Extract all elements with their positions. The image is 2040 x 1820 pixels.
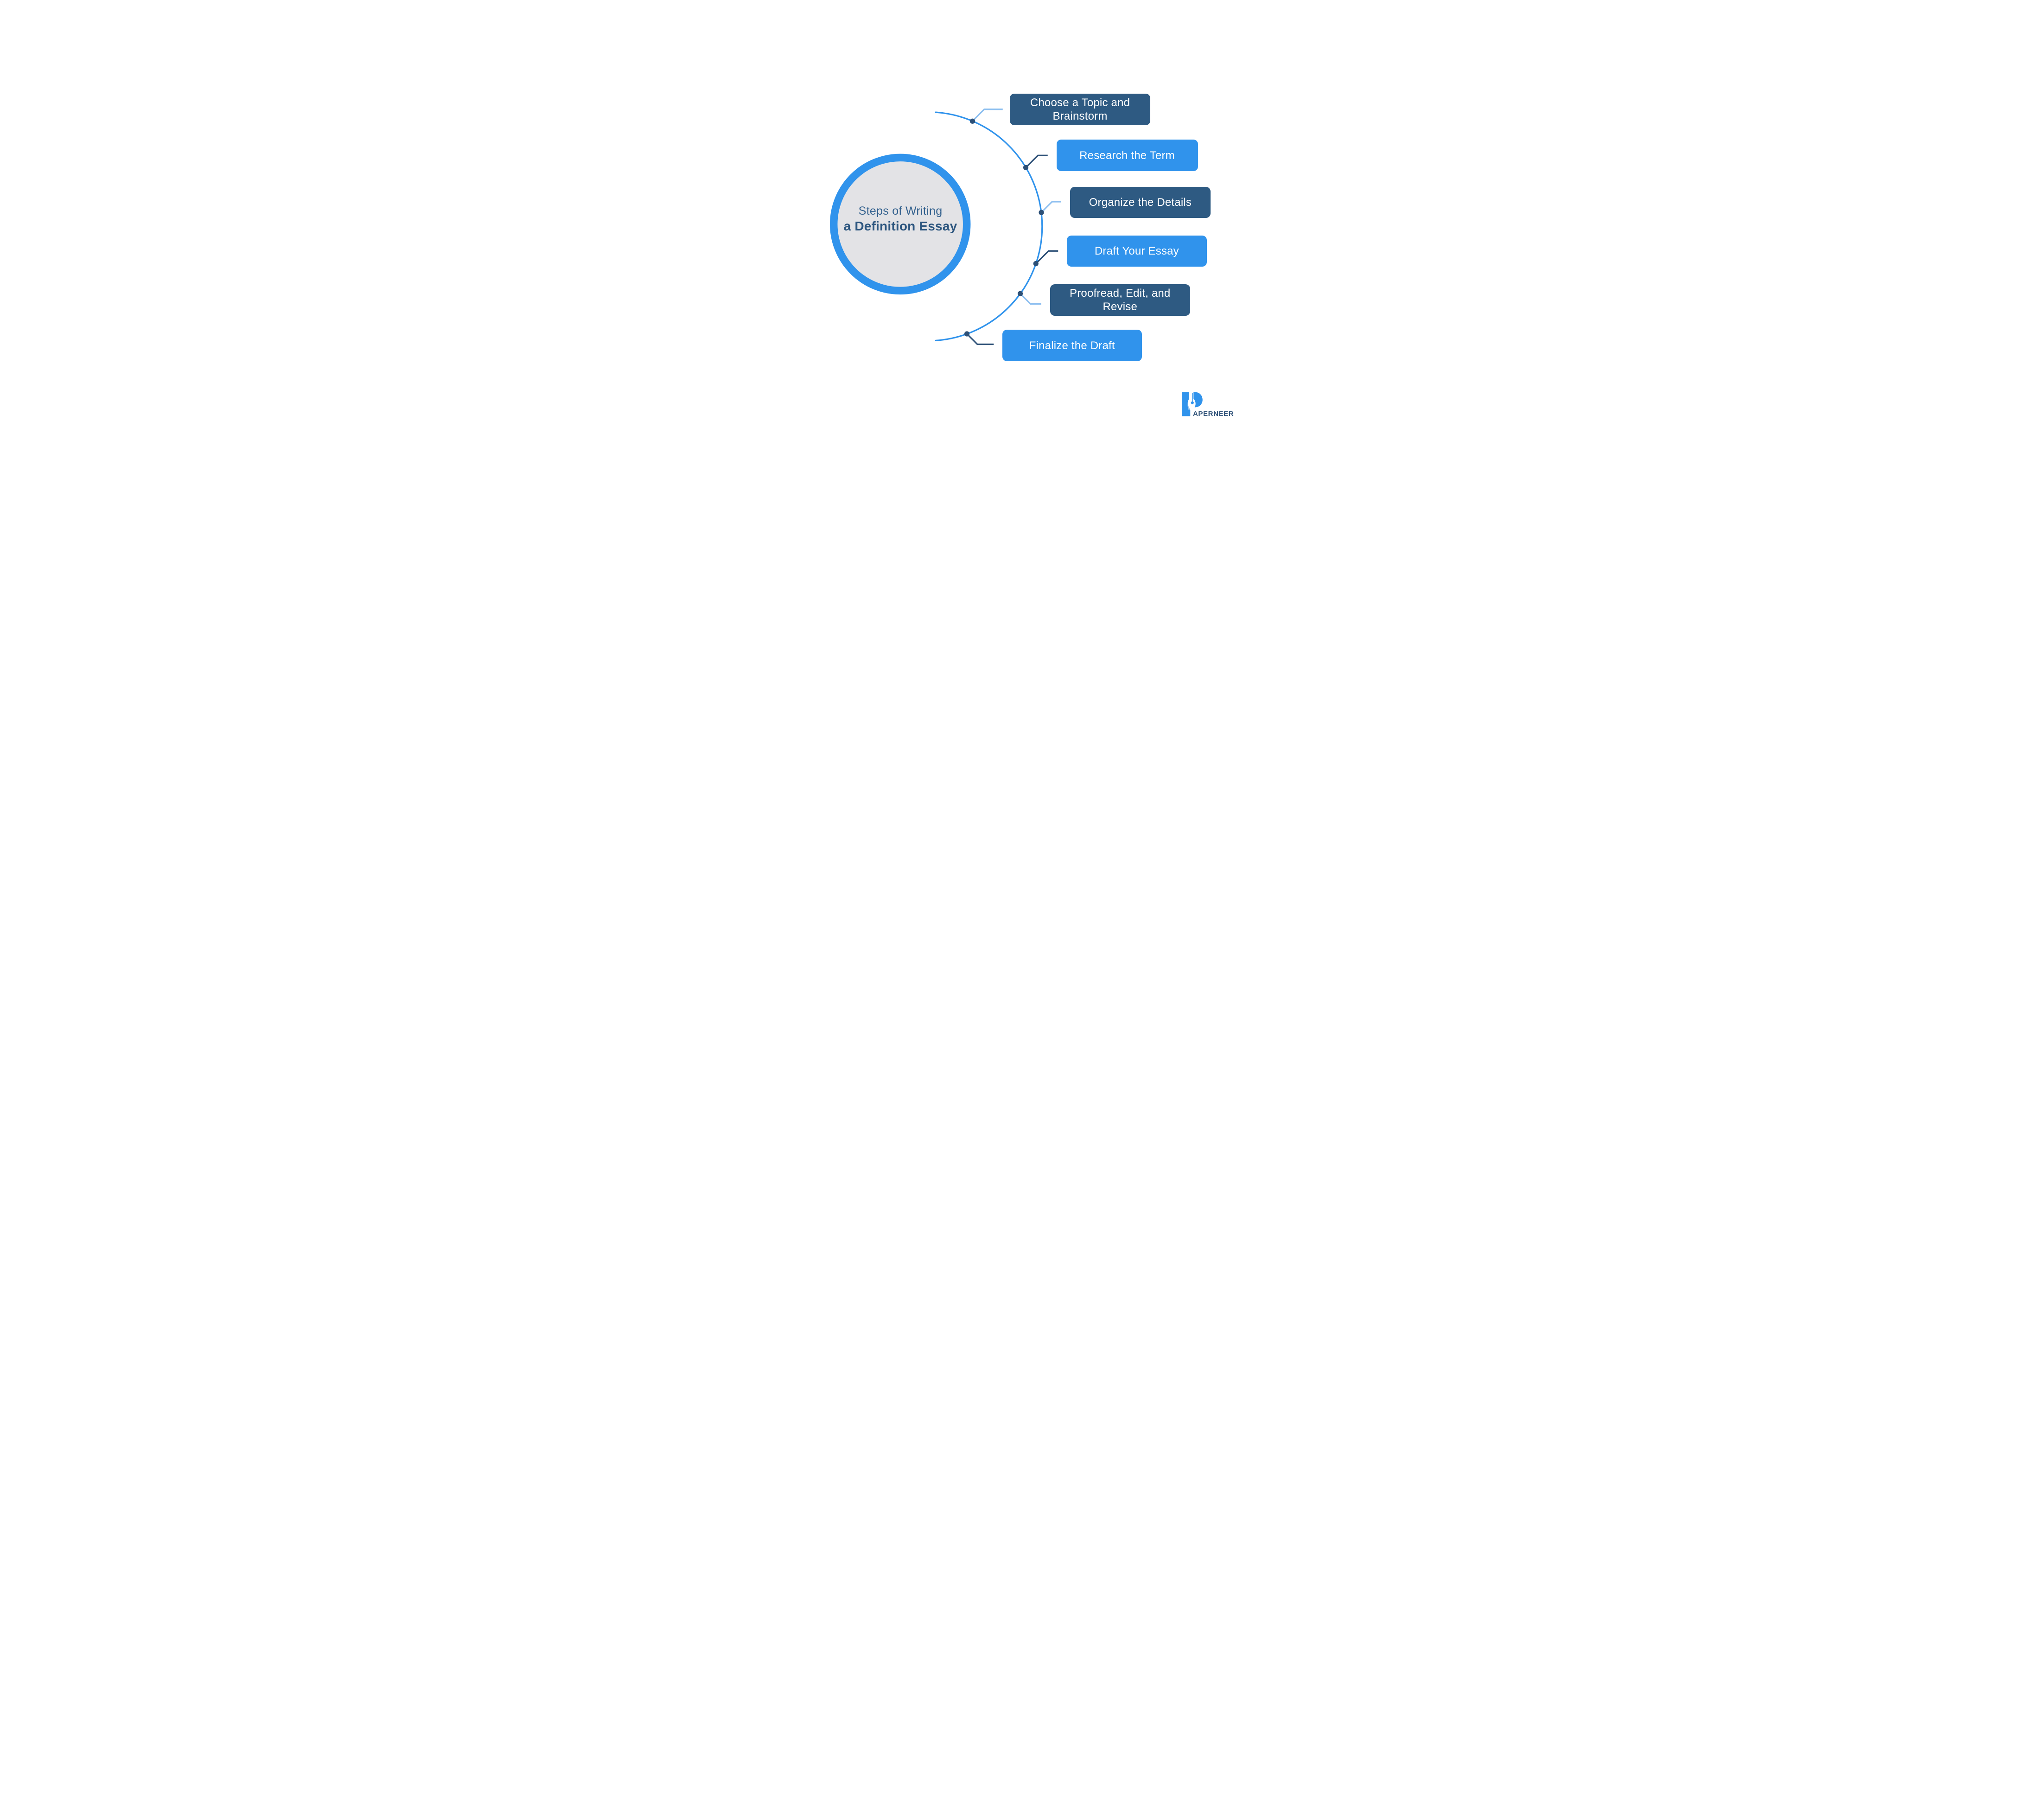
- step-dot-2: [1023, 165, 1029, 170]
- connector-elbow-1: [972, 109, 1003, 122]
- step-box-research-term: Research the Term: [1056, 140, 1198, 172]
- timeline-arc: [935, 111, 1043, 341]
- central-circle: [829, 153, 971, 295]
- step-box-proofread-edit-revise: Proofread, Edit, and Revise: [1050, 284, 1190, 316]
- step-label: Choose a Topic and Brainstorm: [1030, 96, 1130, 122]
- connector-elbow-4: [1035, 250, 1058, 264]
- step-dot-6: [964, 331, 970, 337]
- step-dot-3: [1039, 210, 1044, 215]
- step-label: Proofread, Edit, and Revise: [1070, 287, 1171, 313]
- step-label: Organize the Details: [1089, 196, 1192, 209]
- connector-elbow-5: [1020, 293, 1041, 305]
- step-dot-4: [1033, 261, 1039, 267]
- logo-accent: [1187, 402, 1191, 410]
- step-box-finalize-draft: Finalize the Draft: [1002, 330, 1142, 362]
- logo-p-bar: [1182, 392, 1191, 416]
- diagram-graphics: [829, 109, 1203, 416]
- step-label: Draft Your Essay: [1094, 244, 1179, 257]
- logo-p-bowl: [1193, 392, 1203, 408]
- nib-slit: [1192, 393, 1193, 402]
- step-box-choose-topic: Choose a Topic and Brainstorm: [1010, 94, 1150, 125]
- step-dot-1: [969, 118, 975, 124]
- logo-wordmark: APERNEER: [1193, 410, 1234, 418]
- connector-elbow-3: [1040, 201, 1061, 213]
- infographic-canvas: Steps of Writing a Definition Essay Choo…: [765, 0, 1275, 455]
- nib-breather-hole: [1191, 401, 1194, 404]
- step-dot-5: [1017, 291, 1023, 296]
- step-box-organize-details: Organize the Details: [1070, 187, 1211, 218]
- paperneer-logo: [1182, 392, 1203, 416]
- step-label: Finalize the Draft: [1029, 339, 1115, 352]
- step-box-draft-essay: Draft Your Essay: [1067, 235, 1207, 267]
- connector-elbow-6: [966, 333, 994, 345]
- connector-elbow-2: [1025, 154, 1048, 168]
- step-label: Research the Term: [1079, 149, 1175, 162]
